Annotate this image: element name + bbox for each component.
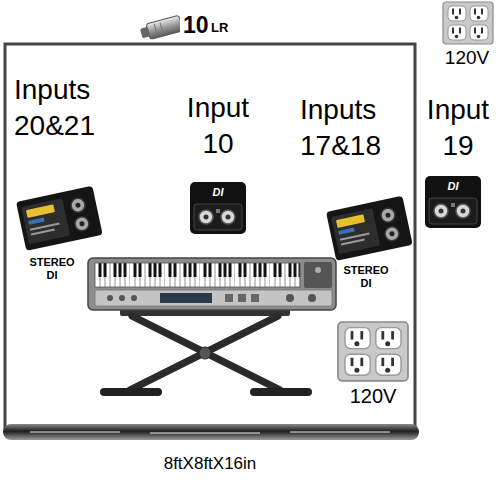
power-outlet — [443, 2, 493, 44]
input-label: Input 19 — [427, 92, 489, 164]
keyboard-on-stand-part — [107, 295, 113, 301]
di-text: DI — [213, 186, 224, 199]
keyboard-on-stand — [88, 258, 336, 396]
input-label: Input 10 — [187, 90, 249, 162]
keyboard-on-stand-part — [199, 347, 211, 359]
callout-number: 10 — [183, 11, 209, 39]
di-text: DI — [448, 180, 459, 193]
keyboard-on-stand-part — [95, 290, 332, 306]
riser-platform-part — [5, 44, 415, 428]
callout-suffix: LR — [211, 20, 228, 36]
keyboard-on-stand-part — [315, 267, 321, 273]
riser-platform — [3, 44, 419, 440]
riser-platform-part — [30, 432, 390, 433]
callout-badge — [180, 10, 232, 40]
stereo-di-box — [326, 196, 413, 261]
keyboard-on-stand-part — [131, 295, 137, 301]
voltage-label: 120V — [350, 384, 397, 408]
keyboard-on-stand-part — [88, 258, 336, 310]
keyboard-on-stand-part — [225, 294, 233, 302]
keyboard-on-stand-part — [304, 262, 332, 288]
input-label: Inputs 20&21 — [14, 72, 95, 144]
keyboard-on-stand-part — [308, 294, 316, 302]
xlr-microphone-cable-part — [140, 27, 150, 39]
keyboard-on-stand-part — [251, 294, 259, 302]
di-box — [425, 176, 481, 228]
keyboard-on-stand-part — [119, 295, 125, 301]
xlr-microphone-cable — [139, 15, 183, 41]
power-outlet — [338, 322, 408, 381]
xlr-microphone-cable-part — [154, 22, 163, 35]
keyboard-on-stand-part — [238, 294, 246, 302]
keyboard-on-stand-part — [160, 293, 212, 303]
device-label: STEREO DI — [343, 264, 388, 290]
riser-platform-part — [3, 424, 419, 440]
dimension-label: 8ftX8ftX16in — [164, 454, 257, 474]
keyboard-on-stand-part — [250, 388, 312, 396]
input-label: Inputs 17&18 — [300, 92, 381, 164]
voltage-label: 120V — [445, 46, 489, 69]
stereo-di-box — [16, 186, 103, 251]
xlr-microphone-cable-part — [146, 15, 183, 39]
keyboard-on-stand-part — [100, 388, 162, 396]
keyboard-on-stand-part — [286, 294, 294, 302]
di-box — [190, 182, 246, 234]
keyboard-on-stand-part — [130, 316, 280, 390]
keyboard-on-stand-part — [95, 263, 300, 287]
device-label: STEREO DI — [29, 256, 74, 282]
